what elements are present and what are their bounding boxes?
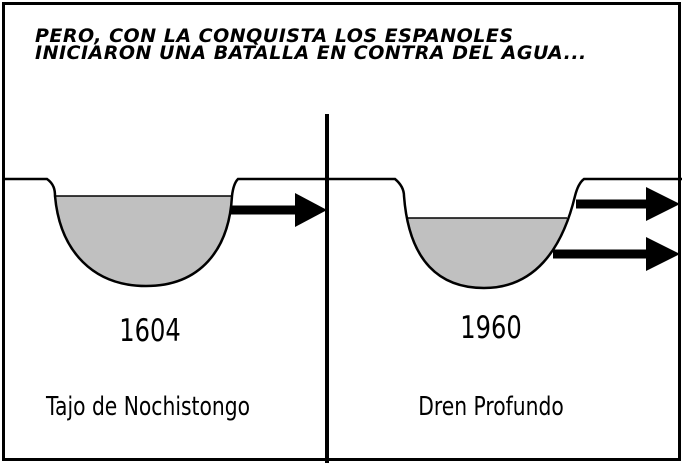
right-name-label: Dren Profundo [418, 392, 564, 422]
caption: PERO, CON LA CONQUISTA LOS ESPANOLES INI… [35, 25, 665, 64]
caption-line-1: PERO, CON LA CONQUISTA LOS ESPANOLES [35, 25, 514, 47]
left-basin-water [55, 196, 232, 286]
left-ground-profile [5, 177, 327, 288]
left-year-label: 1604 [119, 313, 181, 349]
caption-line-2: INICIARON UNA BATALLA EN CONTRA DEL AGUA… [35, 42, 587, 64]
right-basin-water [408, 218, 567, 288]
right-ground-profile [327, 177, 682, 290]
right-lower-arrow-head [646, 237, 680, 271]
left-outflow-arrow-head [295, 193, 327, 227]
right-upper-arrow-head [646, 187, 680, 221]
right-year-label: 1960 [460, 310, 522, 346]
left-name-label: Tajo de Nochistongo [45, 392, 251, 422]
